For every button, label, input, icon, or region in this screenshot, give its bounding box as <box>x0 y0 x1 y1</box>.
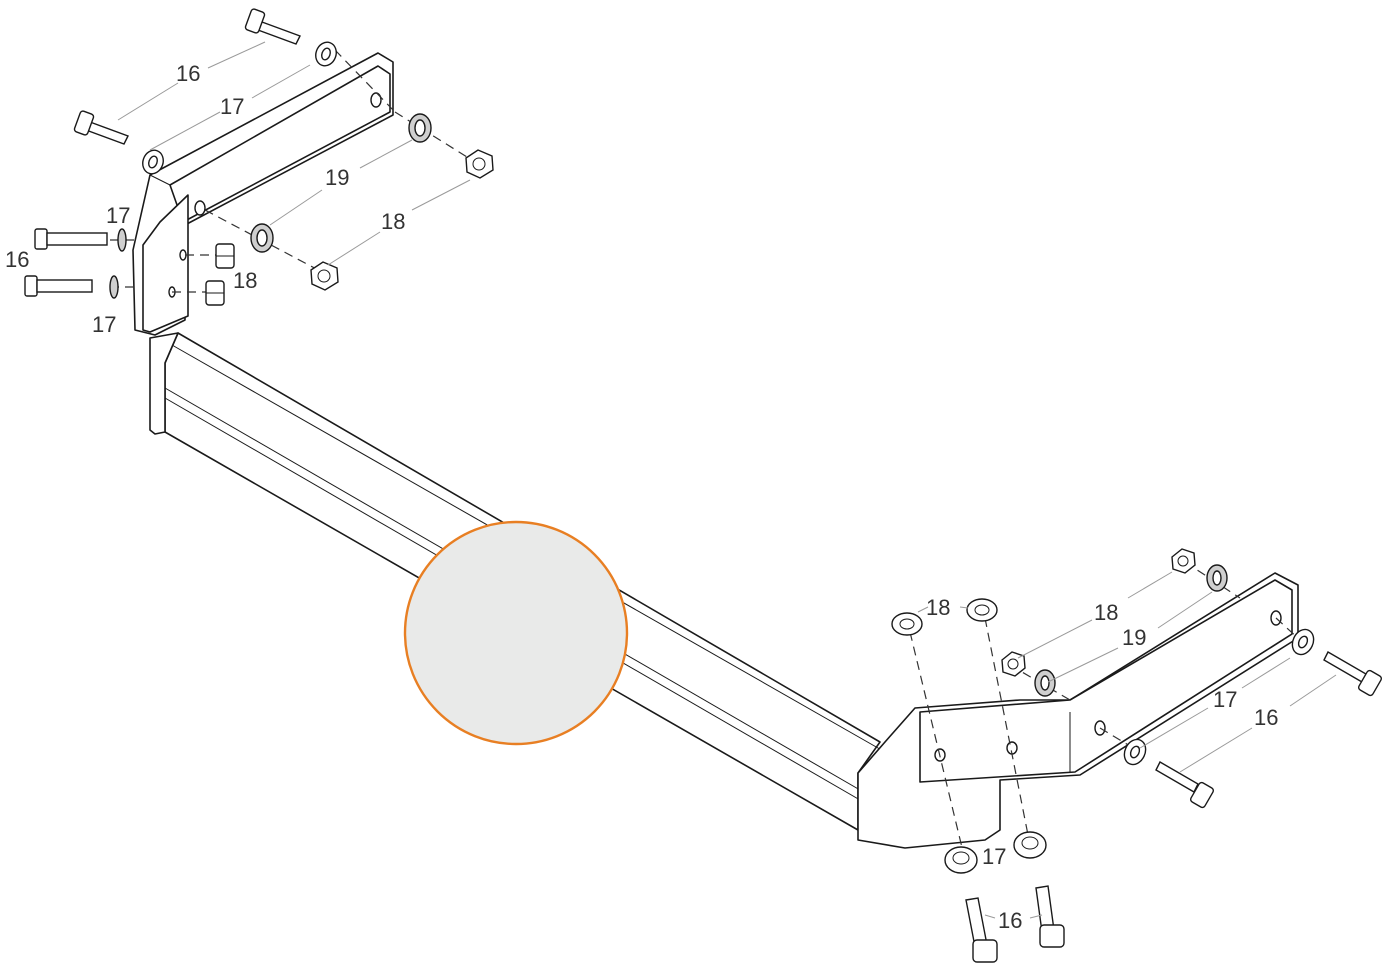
flange-nut <box>215 243 235 269</box>
towball-circle <box>403 520 629 746</box>
callout-16: 16 <box>998 908 1022 933</box>
cage-nut <box>250 223 274 253</box>
flange-nut <box>465 149 494 179</box>
callout-labels: 16 17 19 18 17 16 18 17 18 18 19 17 16 1… <box>5 61 1278 933</box>
washer <box>142 149 164 175</box>
flange-nut <box>1171 548 1196 574</box>
bolt <box>244 8 301 45</box>
hardware-left <box>24 8 494 306</box>
callout-17: 17 <box>92 312 116 337</box>
bolt <box>73 110 129 145</box>
washer <box>109 275 119 299</box>
callout-16: 16 <box>5 247 29 272</box>
washer <box>1123 738 1147 766</box>
flange-nut <box>891 612 923 636</box>
callout-17: 17 <box>220 94 244 119</box>
bolt <box>1035 885 1065 948</box>
bolt <box>34 228 108 250</box>
callout-18: 18 <box>926 595 950 620</box>
callout-16: 16 <box>1254 705 1278 730</box>
washer <box>1013 831 1047 859</box>
callout-19: 19 <box>1122 625 1146 650</box>
callout-18: 18 <box>1094 600 1118 625</box>
callout-18: 18 <box>381 209 405 234</box>
washer <box>117 228 127 252</box>
flange-nut <box>1001 651 1026 677</box>
cage-nut <box>1034 669 1056 697</box>
leader-lines <box>117 41 1337 919</box>
flange-nut <box>310 261 339 291</box>
washer <box>944 846 978 874</box>
callout-17: 17 <box>982 844 1006 869</box>
hardware-right <box>891 548 1383 963</box>
bolt <box>24 275 93 297</box>
bolt <box>1155 761 1215 809</box>
bolt <box>1323 651 1383 697</box>
hole <box>370 92 382 108</box>
hole <box>194 200 206 216</box>
flange-nut <box>966 598 998 622</box>
cage-nut <box>408 113 432 143</box>
assembly-lines <box>110 49 1301 861</box>
callout-17: 17 <box>106 203 130 228</box>
flange-nut <box>205 280 225 306</box>
callout-19: 19 <box>325 165 349 190</box>
bolt <box>965 897 998 963</box>
callout-16: 16 <box>176 61 200 86</box>
callout-17: 17 <box>1213 687 1237 712</box>
washer <box>1291 628 1315 656</box>
callout-18: 18 <box>233 268 257 293</box>
cage-nut <box>1206 564 1228 592</box>
washer <box>315 41 337 67</box>
